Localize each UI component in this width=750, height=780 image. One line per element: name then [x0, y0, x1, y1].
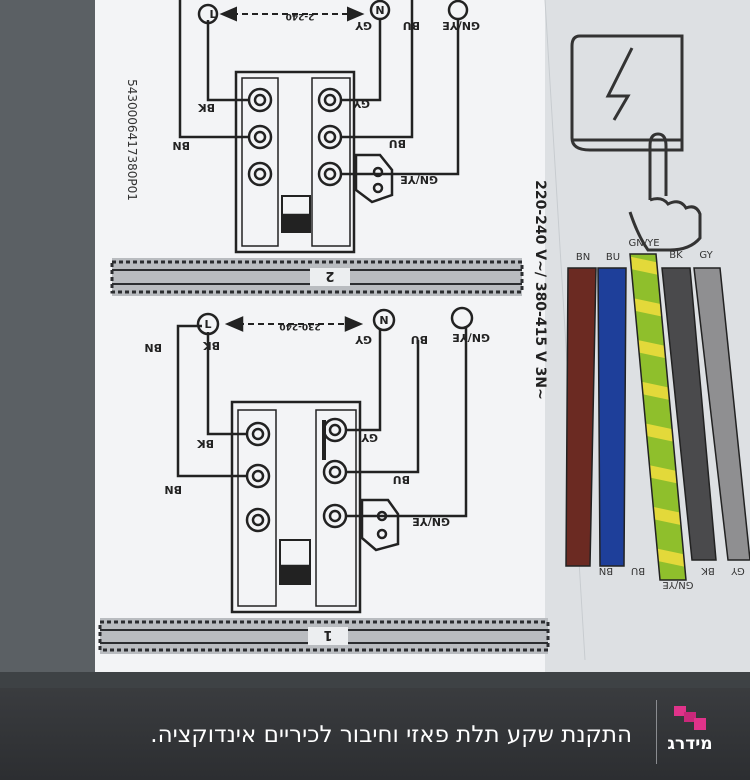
legend-top-bn: BN [576, 252, 590, 263]
section-bar-2: 2 [110, 258, 524, 296]
upper-bk-label: BK [198, 101, 215, 114]
upper-gnye-top-label: GN/YE [442, 19, 480, 32]
upper-gy-label: GY [352, 97, 370, 110]
upper-gy-top-label: GY [354, 19, 372, 32]
lower-gnye-label: GN/YE [412, 515, 450, 528]
wire-bn [565, 267, 597, 567]
wire-gy [693, 267, 750, 561]
legend-bottom-gy: GY [730, 565, 744, 576]
wire-gnye [629, 253, 687, 581]
wire-bk [661, 267, 717, 561]
legend-bottom-bn: BN [599, 565, 613, 576]
upper-l-label: L [209, 8, 216, 21]
upper-gnye-label: GN/YE [400, 173, 438, 186]
manual-tap-icon [570, 34, 702, 252]
legend-top-bk: BK [669, 250, 683, 261]
legend-top-gnye: GN/YE [628, 238, 659, 249]
brand-logo: מידרג [650, 700, 730, 770]
upper-bn-label: BN [172, 139, 190, 152]
upper-n-label: N [375, 4, 384, 17]
lower-n-label: N [379, 314, 388, 327]
lower-diagram [176, 306, 474, 614]
voltage-label: 220-240 V~/ 380-415 V 3N~ [532, 180, 548, 400]
section-label-2: 2 [325, 268, 334, 283]
upper-bu-label: BU [389, 137, 406, 150]
lower-bu-top-label: BU [411, 333, 428, 346]
legend-top-bu: BU [606, 252, 620, 263]
serial-number: 5430006417380P01 [125, 79, 139, 201]
lower-gy-top-label: GY [354, 333, 372, 346]
legend-bottom-bk: BK [701, 565, 715, 576]
lower-bn-top-label: BN [144, 341, 162, 354]
lower-gnye-top-label: GN/YE [452, 331, 490, 344]
lower-bk-label: BK [197, 437, 214, 450]
wire-color-legend: BN BU GN/YE BK GY BN BU GN/YE BK GY [565, 238, 750, 590]
lower-gy-label: GY [360, 431, 378, 444]
lower-bn-label: BN [164, 483, 182, 496]
caption-text: התקנת שקע תלת פאזי וחיבור לכיריים אינדוק… [150, 722, 632, 748]
upper-diagram [178, 0, 469, 254]
brand-logo-mark [674, 706, 706, 730]
caption-divider [656, 700, 657, 764]
section-bar-1: 1 [98, 618, 550, 654]
caption-bar: התקנת שקע תלת פאזי וחיבור לכיריים אינדוק… [0, 688, 750, 780]
legend-bottom-bu: BU [631, 565, 645, 576]
legend-bottom-gnye: GN/YE [662, 579, 693, 590]
legend-top-gy: GY [699, 250, 713, 261]
photo-wiring-diagram: 2 1 [0, 0, 750, 688]
brand-logo-text: מידרג [667, 734, 713, 754]
upper-rating: 2-240 [286, 11, 315, 21]
wire-bu [597, 267, 627, 567]
lower-bu-label: BU [393, 473, 410, 486]
lower-rating: 230-240 [279, 321, 320, 331]
upper-bu-top-label: BU [403, 19, 420, 32]
lower-bk-top-label: BK [203, 339, 220, 352]
section-label-1: 1 [323, 627, 332, 642]
lower-l-label: L [204, 318, 211, 331]
